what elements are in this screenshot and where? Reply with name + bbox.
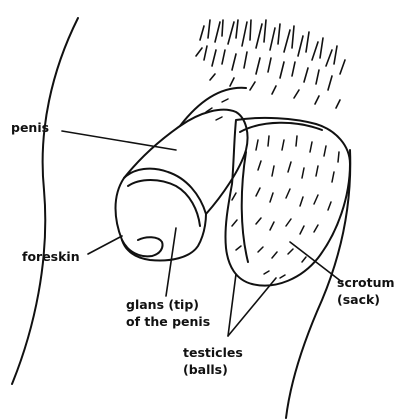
label-foreskin-text: foreskin (22, 248, 80, 265)
label-glans: glans (tip) of the penis (126, 296, 210, 330)
foreskin-opening (122, 237, 163, 256)
leader-testicle-right (228, 278, 276, 336)
label-scrotum-line1: scrotum (337, 274, 395, 291)
glans-outline (116, 169, 207, 261)
label-foreskin: foreskin (22, 248, 80, 265)
label-penis-text: penis (11, 119, 49, 136)
label-testicles-line2: (balls) (183, 361, 243, 378)
foreskin-fold (128, 180, 200, 226)
pubic-hair (196, 20, 345, 108)
leader-foreskin (88, 236, 122, 254)
label-testicles-line1: testicles (183, 344, 243, 361)
scrotum-inner-seam (242, 152, 248, 262)
label-testicles: testicles (balls) (183, 344, 243, 378)
scrotum-hair (232, 136, 339, 278)
leader-glans (166, 228, 176, 296)
scrotum-top-fold (240, 123, 322, 132)
label-scrotum: scrotum (sack) (337, 274, 395, 308)
leader-penis (62, 131, 176, 150)
label-glans-line1: glans (tip) (126, 296, 210, 313)
label-glans-line2: of the penis (126, 313, 210, 330)
label-penis: penis (11, 119, 49, 136)
label-scrotum-line2: (sack) (337, 291, 395, 308)
left-body-outline (12, 18, 78, 384)
